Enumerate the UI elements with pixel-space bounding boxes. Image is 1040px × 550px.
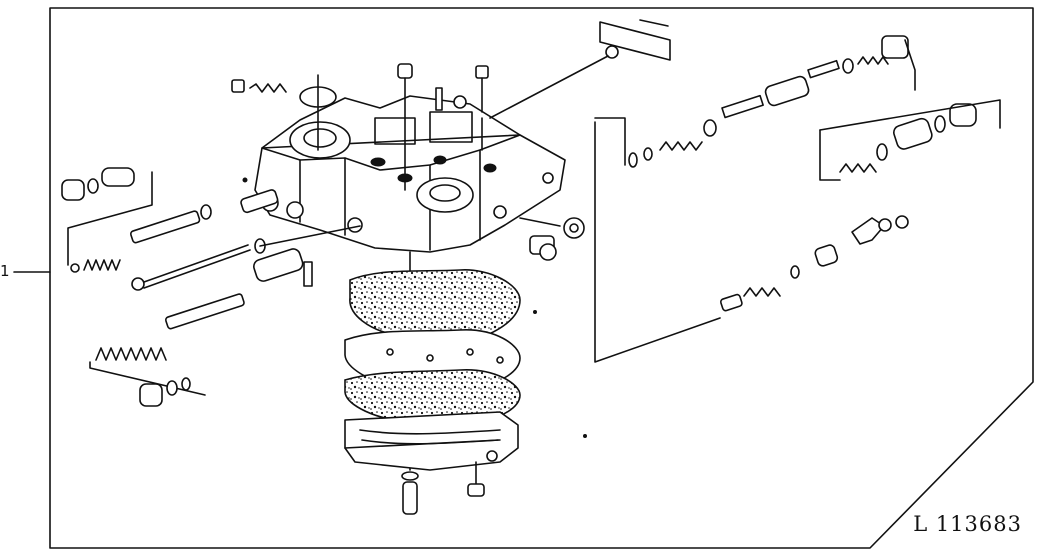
valve-body [254,95,566,253]
top-fasteners [231,63,489,191]
left-lower-spring-valve [89,248,304,407]
left-upper-plug [61,167,153,266]
speck [533,310,537,314]
lower-valve-body [344,411,519,471]
upper-right-spool-assembly [489,19,916,168]
lower-right-linkage [594,121,909,363]
left-upper-spring-valve [70,189,279,273]
callout-label-1: 1 [0,262,10,280]
speck [242,177,248,183]
speck [583,434,587,438]
figure-border [49,7,1034,549]
figure-id-label: L 113683 [913,512,1022,536]
left-middle-spool [131,225,361,291]
right-middle-spool-assembly [819,99,1001,181]
side-plugs [519,217,585,261]
bottom-fasteners [401,461,485,515]
